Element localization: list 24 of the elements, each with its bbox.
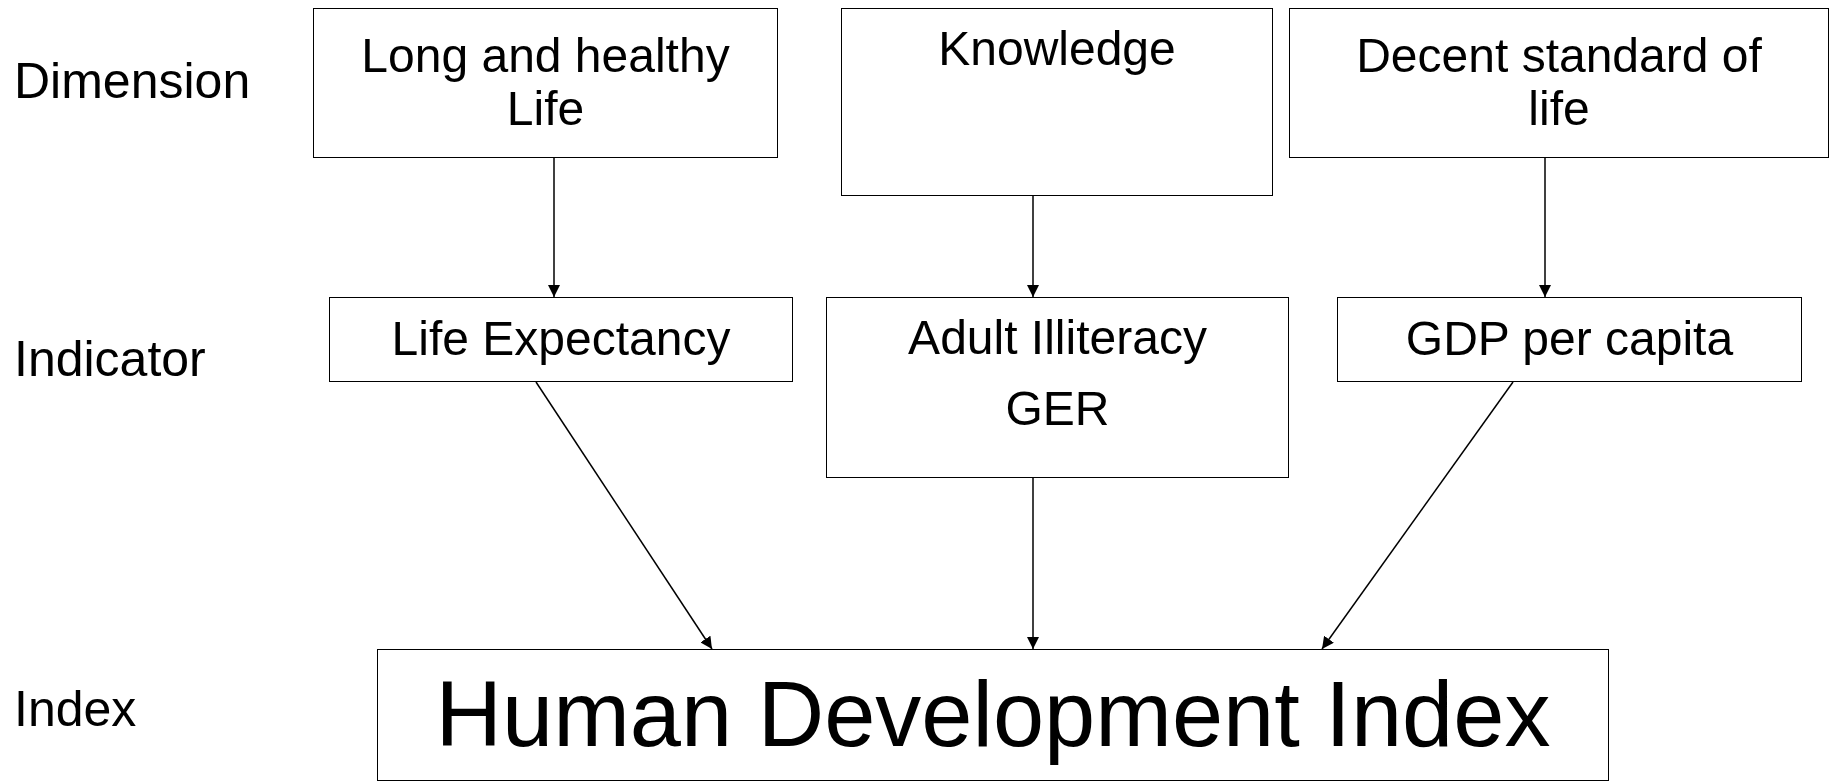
- box-label: Adult Illiteracy: [908, 312, 1207, 365]
- arrow: [1539, 157, 1551, 298]
- box-label: Decent standard of life: [1355, 30, 1763, 136]
- arrow: [1027, 477, 1039, 650]
- text-box: [313, 8, 778, 158]
- row-label: Index: [14, 680, 137, 738]
- text-box: [377, 649, 1609, 781]
- arrow: [535, 381, 713, 650]
- box-label: Knowledge: [938, 23, 1176, 76]
- box-label: Long and healthy Life: [360, 30, 731, 136]
- text-box: [1289, 8, 1829, 158]
- box-label: GER: [1005, 382, 1110, 436]
- arrow: [1321, 381, 1514, 650]
- row-label: Indicator: [14, 330, 206, 388]
- text-box: [329, 297, 793, 382]
- box-label: Life Expectancy: [391, 313, 731, 366]
- arrow: [548, 157, 560, 298]
- text-box: [826, 297, 1289, 478]
- text-box: [1337, 297, 1802, 382]
- row-label: Dimension: [14, 52, 251, 110]
- text-box: [841, 8, 1273, 196]
- box-label: GDP per capita: [1405, 313, 1734, 366]
- arrow: [1027, 195, 1039, 298]
- box-label: Human Development Index: [435, 664, 1551, 766]
